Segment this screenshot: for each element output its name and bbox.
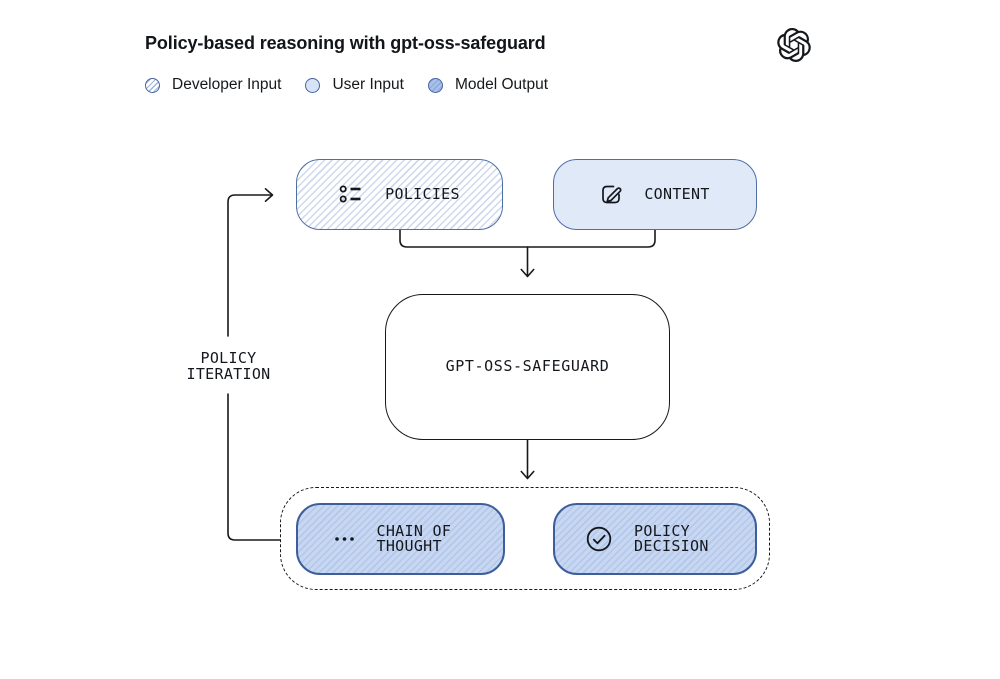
node-label: GPT-OSS-SAFEGUARD — [445, 357, 610, 376]
legend: Developer Input User Input Model Output — [145, 76, 548, 94]
list-icon — [339, 185, 361, 203]
node-label: POLICY DECISION — [634, 521, 709, 555]
legend-label: Developer Input — [172, 76, 282, 93]
user-input-swatch-icon — [305, 77, 321, 93]
node-label: CONTENT — [644, 184, 710, 203]
model-to-output-arrowhead — [520, 470, 535, 480]
node-chain-of-thought: CHAIN OF THOUGHT — [296, 503, 505, 575]
page-title: Policy-based reasoning with gpt-oss-safe… — [145, 33, 546, 53]
legend-label: User Input — [332, 76, 404, 93]
legend-label: Model Output — [454, 76, 549, 93]
developer-input-swatch-icon — [145, 77, 160, 93]
legend-item-developer-input: Developer Input — [145, 76, 281, 94]
feedback-loop-upper-segment — [227, 194, 273, 337]
edit-icon — [602, 185, 622, 204]
node-gpt-oss-safeguard: GPT-OSS-SAFEGUARD — [385, 294, 670, 440]
ellipsis-icon — [334, 537, 354, 541]
merge-bracket-connector — [399, 229, 656, 248]
merge-to-model-arrowhead — [520, 268, 535, 278]
node-content: CONTENT — [553, 159, 757, 230]
feedback-loop-arrowhead — [264, 188, 274, 202]
legend-item-model-output: Model Output — [427, 76, 549, 94]
policy-iteration-label: POLICY ITERATION — [186, 349, 271, 383]
node-label: CHAIN OF THOUGHT — [376, 521, 461, 555]
node-policy-decision: POLICY DECISION — [553, 503, 757, 575]
feedback-loop-lower-segment — [227, 393, 282, 541]
model-output-swatch-icon — [427, 77, 443, 93]
node-policies: POLICIES — [296, 159, 503, 230]
legend-item-user-input: User Input — [305, 76, 404, 94]
check-circle-icon — [586, 526, 612, 552]
openai-logo-icon — [777, 28, 811, 62]
node-label: POLICIES — [385, 184, 460, 203]
